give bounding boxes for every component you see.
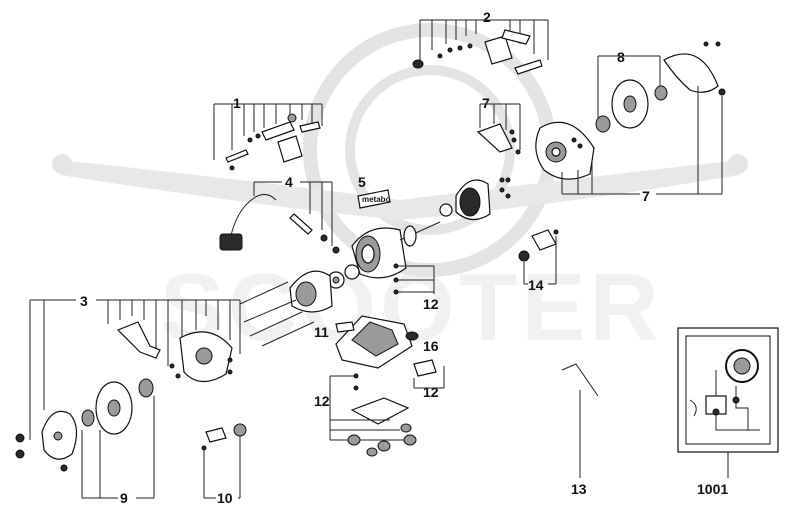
brand-plate-text: metabo (362, 195, 391, 204)
callout-11: 11 (314, 324, 329, 340)
base-plate (350, 397, 410, 425)
part-group-7-lower: 7 (535, 86, 723, 204)
wheel-guard-right-outer (663, 53, 719, 93)
watermark-ring-inner (345, 65, 515, 235)
callout-8: 8 (617, 49, 625, 65)
callout-1001: 1001 (697, 481, 728, 497)
part-group-15: 13 (561, 363, 599, 497)
callout-12-upper: 12 (423, 296, 439, 312)
part-group-14: 14 (518, 229, 559, 293)
part-group-3: 3 (29, 293, 241, 440)
watermark-wing-tip-left (52, 154, 72, 174)
callout-16: 16 (423, 338, 439, 354)
watermark-wing-tip-right (728, 154, 748, 174)
part-group-8: 8 (595, 41, 726, 133)
part-group-7-upper: 7 (476, 95, 521, 155)
part-group-10: 10 (201, 423, 247, 506)
part-group-1001: 1001 (677, 327, 779, 497)
wiring-diagram-box (677, 327, 779, 453)
callout-2: 2 (483, 9, 491, 25)
part-group-4: 4 (219, 174, 340, 254)
motor-assembly (327, 221, 441, 289)
callout-12-lower: 12 (314, 393, 330, 409)
power-plug (219, 233, 243, 251)
callout-15: 13 (571, 481, 587, 497)
callout-4: 4 (285, 174, 293, 190)
motor-end-bell-left (239, 270, 333, 347)
callout-3: 3 (80, 293, 88, 309)
watermark-wings (60, 160, 740, 220)
callout-7-upper: 7 (482, 95, 490, 111)
part-group-1: 1 (213, 95, 323, 171)
callout-1: 1 (233, 95, 241, 111)
callout-13: 12 (423, 384, 439, 400)
part-group-9: 9 (15, 378, 155, 506)
callout-9: 9 (120, 490, 128, 506)
callout-14: 14 (528, 277, 544, 293)
switch (413, 359, 437, 377)
brand-plate (357, 189, 391, 209)
base-assembly: 11 12 16 12 12 (314, 263, 445, 457)
part-group-2: 2 (412, 9, 549, 75)
callout-5: 5 (358, 174, 366, 190)
callout-7-lower: 7 (642, 188, 650, 204)
part-group-5: 5 metabo (357, 174, 391, 209)
callout-10: 10 (217, 490, 233, 506)
motor-end-bell-right (439, 177, 511, 221)
